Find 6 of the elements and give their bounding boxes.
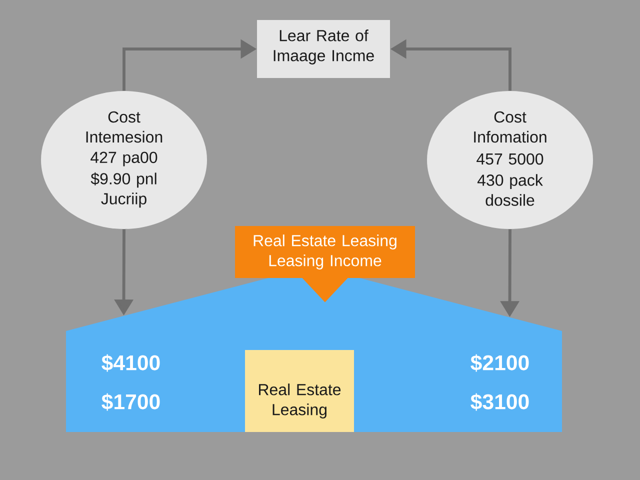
price-label: $1700: [102, 393, 160, 411]
price-label: $2100: [470, 354, 529, 372]
process-box: Lear Rate of Imaage Incme: [257, 20, 390, 78]
price-label: $4100: [102, 354, 160, 372]
label-box: Real Estate Leasing: [245, 350, 354, 432]
price-label: $3100: [470, 393, 529, 411]
